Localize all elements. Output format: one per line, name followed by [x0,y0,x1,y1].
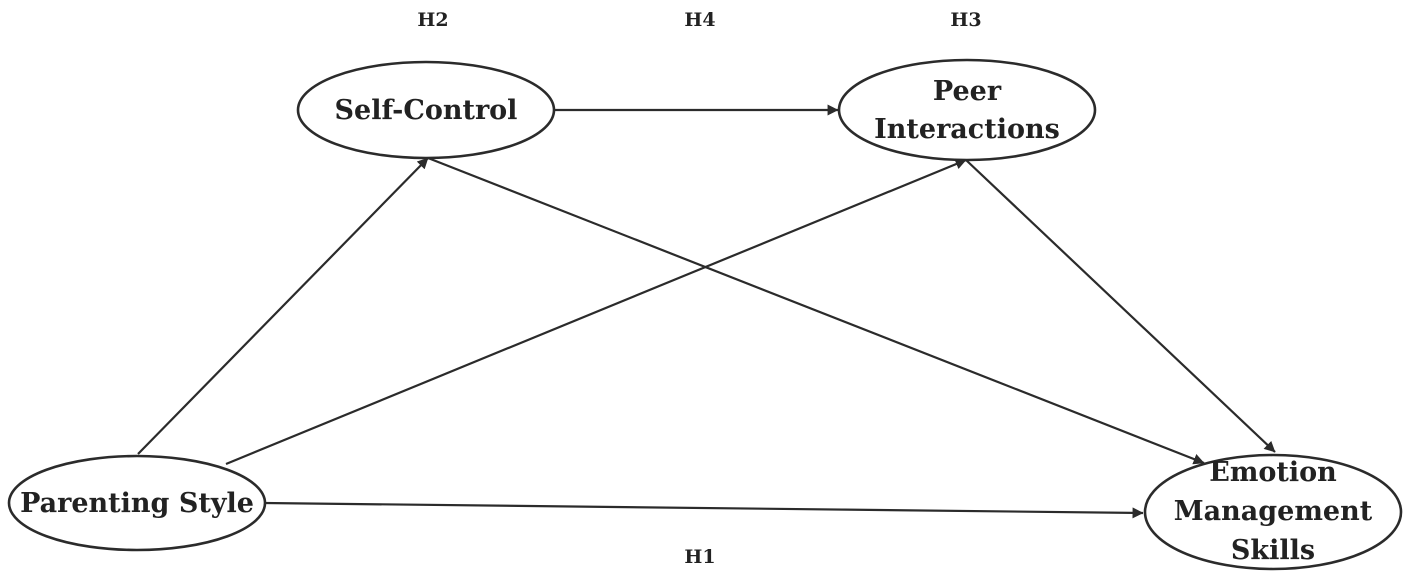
edges-group [137,104,1276,519]
hypothesis-label-h3: H3 [950,9,981,31]
edge-selfcontrol-to-emotion [427,156,1205,465]
node-peer-interactions-label-line1: Peer [933,76,1002,107]
node-emotion-label-line2: Management [1174,496,1373,527]
edge-parenting-to-emotion [263,501,1144,519]
node-parenting-style-shape [7,454,267,552]
node-self-control: Self-Control [296,60,556,160]
edge-parenting-to-peer [225,158,967,466]
node-peer-interactions: Peer Interactions [837,58,1097,162]
node-self-control-label: Self-Control [335,95,518,126]
node-emotion-management-skills-shape [1143,453,1403,571]
node-parenting-style-label: Parenting Style [20,488,254,519]
edge-parenting-to-selfcontrol [137,157,429,455]
node-peer-interactions-label-line2: Interactions [874,114,1060,145]
hypothesis-label-h1: H1 [684,546,715,568]
node-emotion-label-line3: Skills [1231,535,1315,566]
node-emotion-management-skills: Emotion Management Skills [1143,453,1403,571]
node-emotion-label-line1: Emotion [1209,457,1337,488]
edge-peer-to-emotion [965,159,1276,453]
node-parenting-style: Parenting Style [7,454,267,552]
node-self-control-shape [296,60,556,160]
hypothesis-label-h2: H2 [417,9,448,31]
hypothesis-label-h4: H4 [684,9,715,31]
node-peer-interactions-shape [837,58,1097,162]
